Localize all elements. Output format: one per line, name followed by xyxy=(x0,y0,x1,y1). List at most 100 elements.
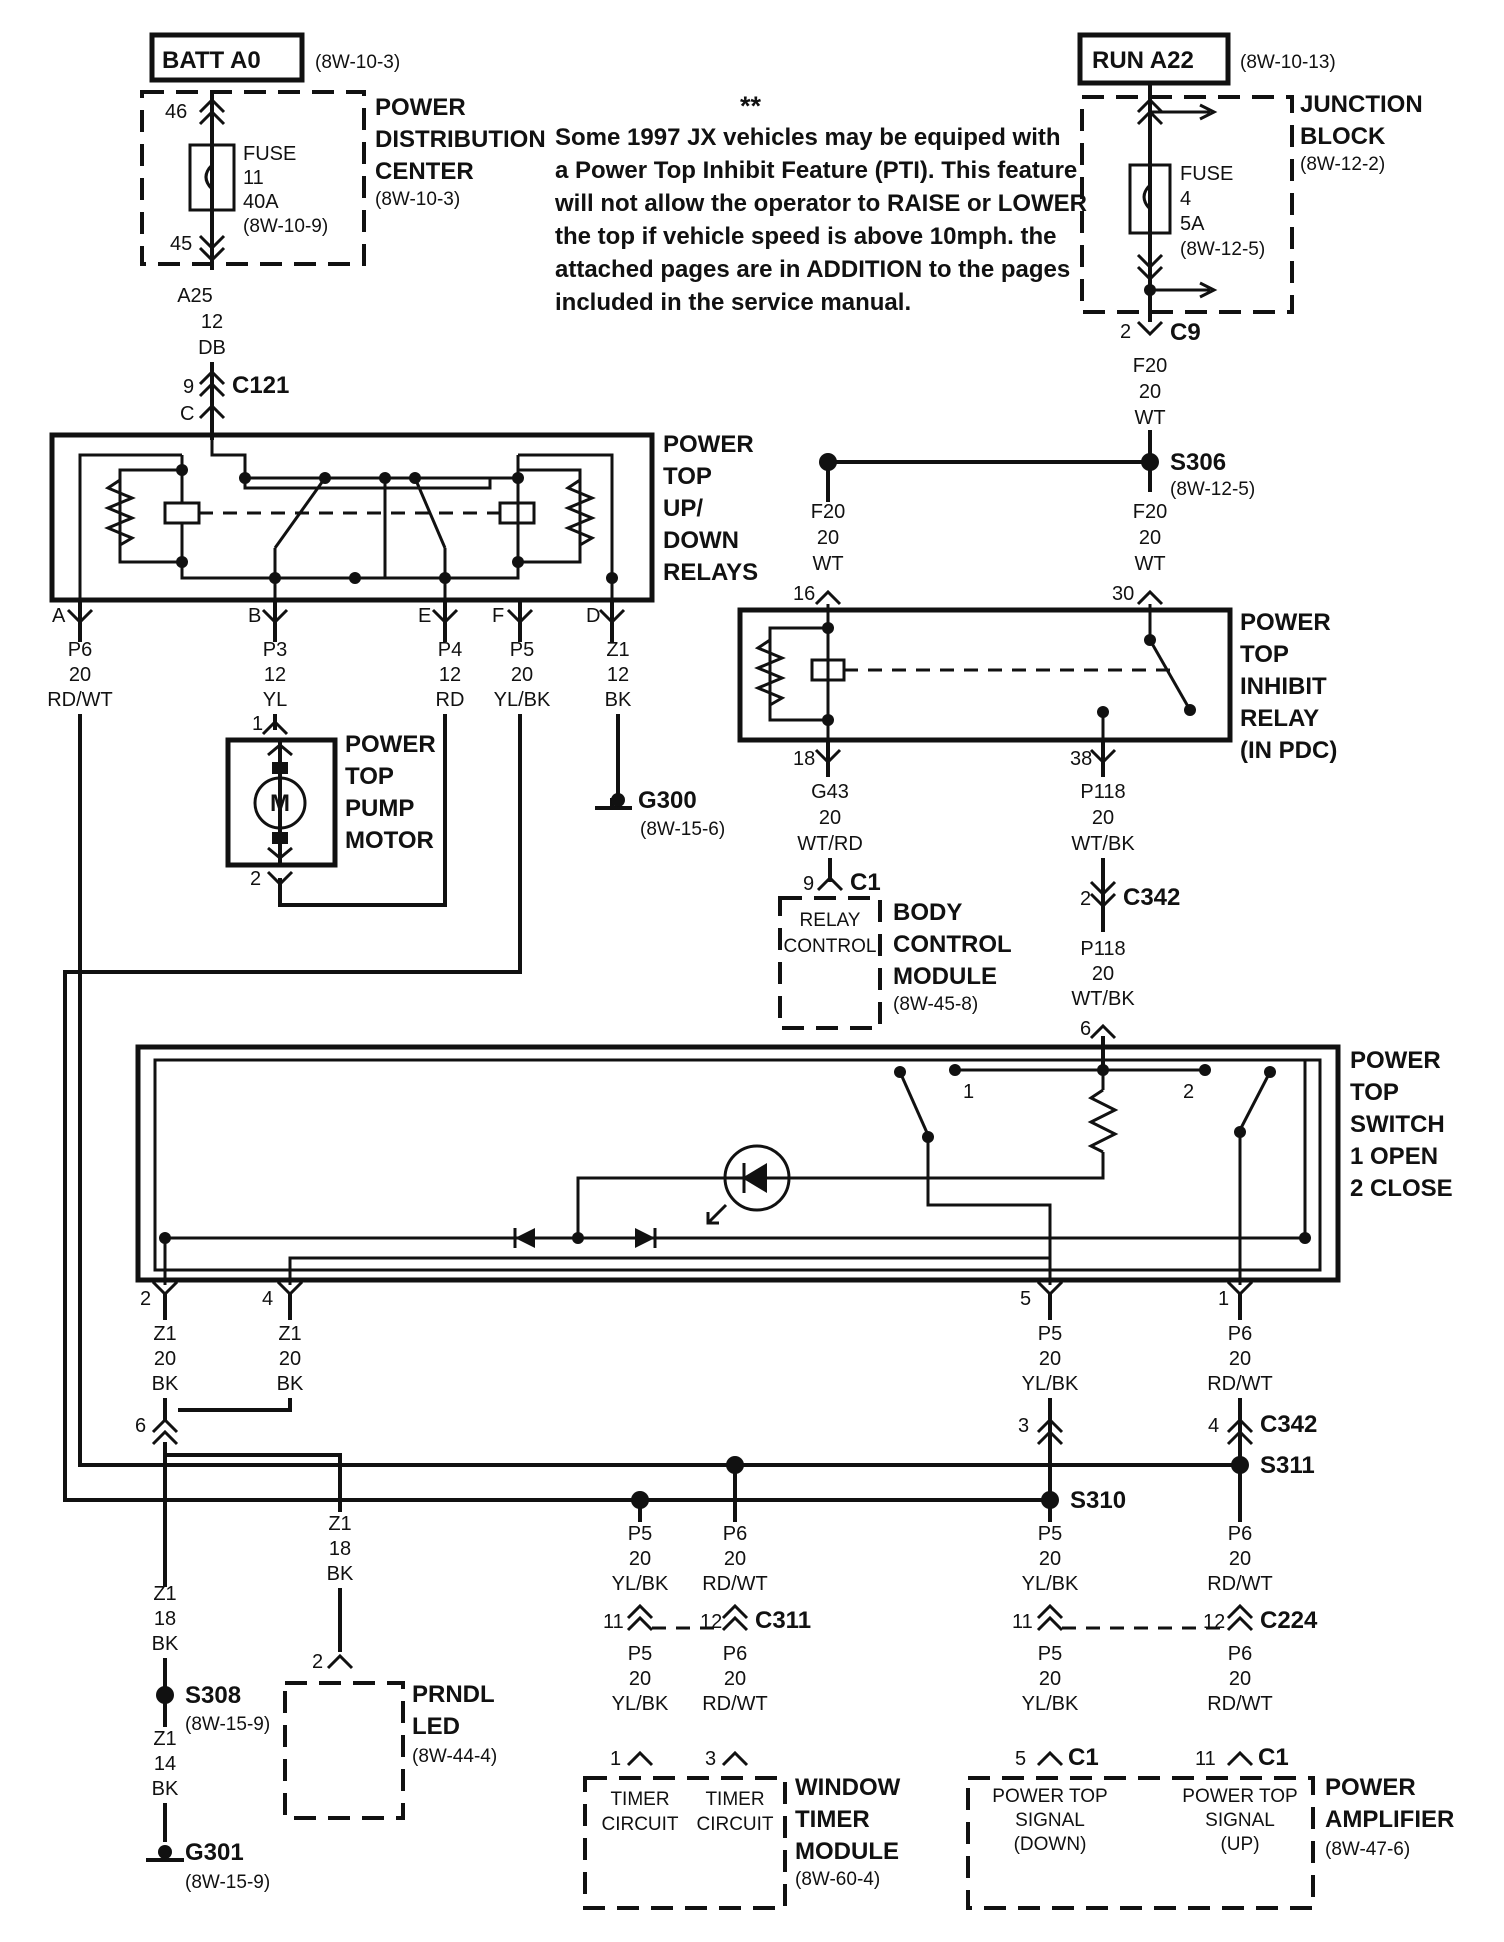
wire-p4-gauge: 12 xyxy=(439,664,461,686)
wire-p4-color: RD xyxy=(436,689,465,711)
wire-p5-5-color: YL/BK xyxy=(1022,1373,1079,1395)
note-line-1: Some 1997 JX vehicles may be equiped wit… xyxy=(555,124,1061,151)
bcm-ref: (8W-45-8) xyxy=(893,994,978,1015)
switch-pin-6: 6 xyxy=(1080,1018,1091,1040)
amp-title-1: POWER xyxy=(1325,1774,1416,1801)
wire-z1-d-id: Z1 xyxy=(606,639,629,661)
wire-f20-left-gauge: 20 xyxy=(817,527,839,549)
jb-title-1: JUNCTION xyxy=(1300,91,1423,118)
junction-block: FUSE 4 5A (8W-12-5) JUNCTION BLOCK (8W-1… xyxy=(1080,81,1423,322)
wire-p118b-color: WT/BK xyxy=(1071,988,1135,1010)
bcm-title-2: CONTROL xyxy=(893,931,1012,958)
switch-pin-5: 5 xyxy=(1020,1288,1031,1310)
wire-p5-w1-id: P5 xyxy=(628,1523,652,1545)
run-label: RUN A22 xyxy=(1092,47,1194,74)
wire-p118b-gauge: 20 xyxy=(1092,963,1114,985)
wire-p5-w1-gauge: 20 xyxy=(629,1548,651,1570)
wire-p6-w1-gauge: 20 xyxy=(724,1548,746,1570)
motor-title-4: MOTOR xyxy=(345,827,434,854)
wire-p5-f-id: P5 xyxy=(510,639,534,661)
power-top-switch: 1 2 2 4 xyxy=(135,1036,1453,1310)
wire-p5-f-gauge: 20 xyxy=(511,664,533,686)
wtm-pin-3: 3 xyxy=(705,1748,716,1770)
lower-connectors: 6 3 4 C342 xyxy=(135,1411,1317,1446)
wire-f20-top-id: F20 xyxy=(1133,355,1167,377)
motor-title-3: PUMP xyxy=(345,795,414,822)
wire-z1-2-gauge: 20 xyxy=(154,1348,176,1370)
pdc-fuse-num: 11 xyxy=(243,167,264,189)
wire-z1-18a-gauge: 18 xyxy=(154,1608,176,1630)
bcm-inner-1: RELAY xyxy=(800,910,861,931)
g300-ref: (8W-15-6) xyxy=(640,819,725,840)
motor-title-1: POWER xyxy=(345,731,436,758)
run-ref: (8W-10-13) xyxy=(1240,52,1336,73)
amp-up-line3: (UP) xyxy=(1220,1834,1259,1855)
pdc-fuse-amps: 40A xyxy=(243,191,279,213)
g301-ref: (8W-15-9) xyxy=(185,1872,270,1893)
relays-title-3: UP/ xyxy=(663,495,703,522)
relay-pin-e: E xyxy=(418,605,431,627)
note-stars: ** xyxy=(740,91,762,121)
c1-amp-down-label: C1 xyxy=(1068,1744,1099,1771)
wire-p5-w1-color: YL/BK xyxy=(612,1573,669,1595)
wire-p6-a1-color: RD/WT xyxy=(1207,1573,1273,1595)
inhibit-pin-30: 30 xyxy=(1112,583,1134,605)
wire-a25-gauge: 12 xyxy=(201,311,223,333)
wire-a25-id: A25 xyxy=(177,285,213,307)
switch-pin-1: 1 xyxy=(1218,1288,1229,1310)
c342b-label: C342 xyxy=(1260,1411,1317,1438)
c1-amp-down-pin: 5 xyxy=(1015,1748,1026,1770)
c224-pin11: 11 xyxy=(1012,1611,1033,1633)
amp-up-line2: SIGNAL xyxy=(1205,1810,1275,1831)
wtm-c2-line2: CIRCUIT xyxy=(696,1814,773,1835)
wire-p6-a1-id: P6 xyxy=(1228,1523,1252,1545)
switch-pin-4: 4 xyxy=(262,1288,273,1310)
pdc-pin-out: 45 xyxy=(170,233,192,255)
s310-label: S310 xyxy=(1070,1487,1126,1514)
pdc-title-2: DISTRIBUTION xyxy=(375,126,546,153)
up-down-relays: A B E F D POWER TOP UP/ DOWN RELAYS xyxy=(49,431,758,642)
note-line-5: attached pages are in ADDITION to the pa… xyxy=(555,256,1070,283)
s308-label: S308 xyxy=(185,1682,241,1709)
inhibit-title-5: (IN PDC) xyxy=(1240,737,1337,764)
wire-f20-right-gauge: 20 xyxy=(1139,527,1161,549)
switch-title-1: POWER xyxy=(1350,1047,1441,1074)
wire-p6-w2-color: RD/WT xyxy=(702,1693,768,1715)
c9-pin: 2 xyxy=(1120,321,1131,343)
wire-p6-1-id: P6 xyxy=(1228,1323,1252,1345)
s306-ref: (8W-12-5) xyxy=(1170,479,1255,500)
inhibit-relay: 16 30 18 38 POWER TOP INHIBIT RELAY (IN … xyxy=(737,583,1337,777)
wire-p5-a2-color: YL/BK xyxy=(1022,1693,1079,1715)
amp-down-line1: POWER TOP xyxy=(992,1786,1107,1807)
wire-z1-4-gauge: 20 xyxy=(279,1348,301,1370)
wire-f20-right-id: F20 xyxy=(1133,501,1167,523)
wire-p4-id: P4 xyxy=(438,639,462,661)
jb-fuse-ref: (8W-12-5) xyxy=(1180,239,1265,260)
wire-p5-a1-color: YL/BK xyxy=(1022,1573,1079,1595)
note-line-2: a Power Top Inhibit Feature (PTI). This … xyxy=(555,157,1077,184)
wire-p6-a2-id: P6 xyxy=(1228,1643,1252,1665)
wire-z1-18a-color: BK xyxy=(152,1633,179,1655)
pin-6-label: 6 xyxy=(135,1415,146,1437)
wire-z1-d-gauge: 12 xyxy=(607,664,629,686)
wire-p5-a1-gauge: 20 xyxy=(1039,1548,1061,1570)
wire-p6-a-id: P6 xyxy=(68,639,92,661)
wire-p3-id: P3 xyxy=(263,639,287,661)
jb-title-2: BLOCK xyxy=(1300,123,1386,150)
relay-pin-d: D xyxy=(586,605,600,627)
run-source: RUN A22 (8W-10-13) xyxy=(1077,32,1336,86)
amp-up-line1: POWER TOP xyxy=(1182,1786,1297,1807)
bcm-title-3: MODULE xyxy=(893,963,997,990)
c121-pin9: 9 xyxy=(183,376,194,398)
wire-p3-color: YL xyxy=(263,689,287,711)
wtm-title-3: MODULE xyxy=(795,1838,899,1865)
wire-p6-1-gauge: 20 xyxy=(1229,1348,1251,1370)
pin-3-label: 3 xyxy=(1018,1415,1029,1437)
pti-note: ** Some 1997 JX vehicles may be equiped … xyxy=(554,91,1087,316)
c1-bcm-label: C1 xyxy=(850,869,881,896)
ground-g300: G300 (8W-15-6) xyxy=(595,787,725,840)
motor-m: M xyxy=(270,790,290,817)
prndl-led: Z1 18 BK 2 PRNDL LED (8W-44-4) xyxy=(283,1513,497,1820)
wire-p118a-color: WT/BK xyxy=(1071,833,1135,855)
c121-label: C121 xyxy=(232,372,289,399)
